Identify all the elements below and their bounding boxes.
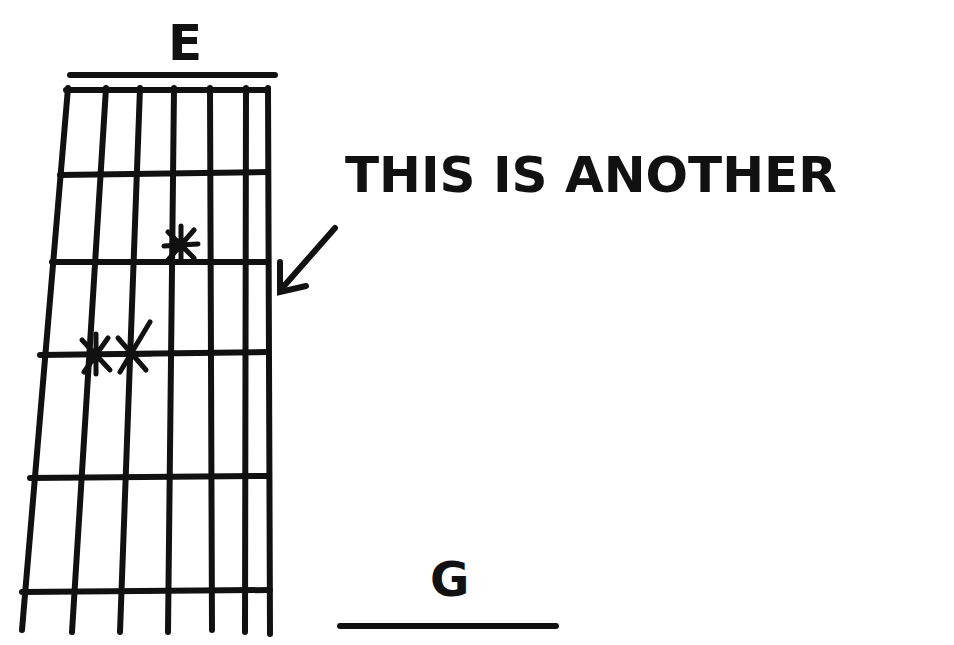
fret-line [60, 172, 268, 175]
leader-arrow [280, 228, 335, 292]
string-line [210, 88, 212, 630]
underline-bar [340, 623, 556, 629]
fret-line [66, 87, 268, 93]
fret-line [40, 352, 268, 355]
string-line [168, 88, 174, 632]
nut-bar [70, 72, 275, 78]
fret-line [52, 259, 268, 265]
fret-line [22, 590, 270, 592]
handwritten-label: E [168, 18, 202, 68]
handwritten-label: G [430, 555, 469, 603]
string-line [22, 88, 68, 630]
finger-marks [82, 226, 198, 374]
handwritten-label: THIS IS ANOTHER [345, 150, 837, 200]
fret-line [30, 476, 268, 478]
